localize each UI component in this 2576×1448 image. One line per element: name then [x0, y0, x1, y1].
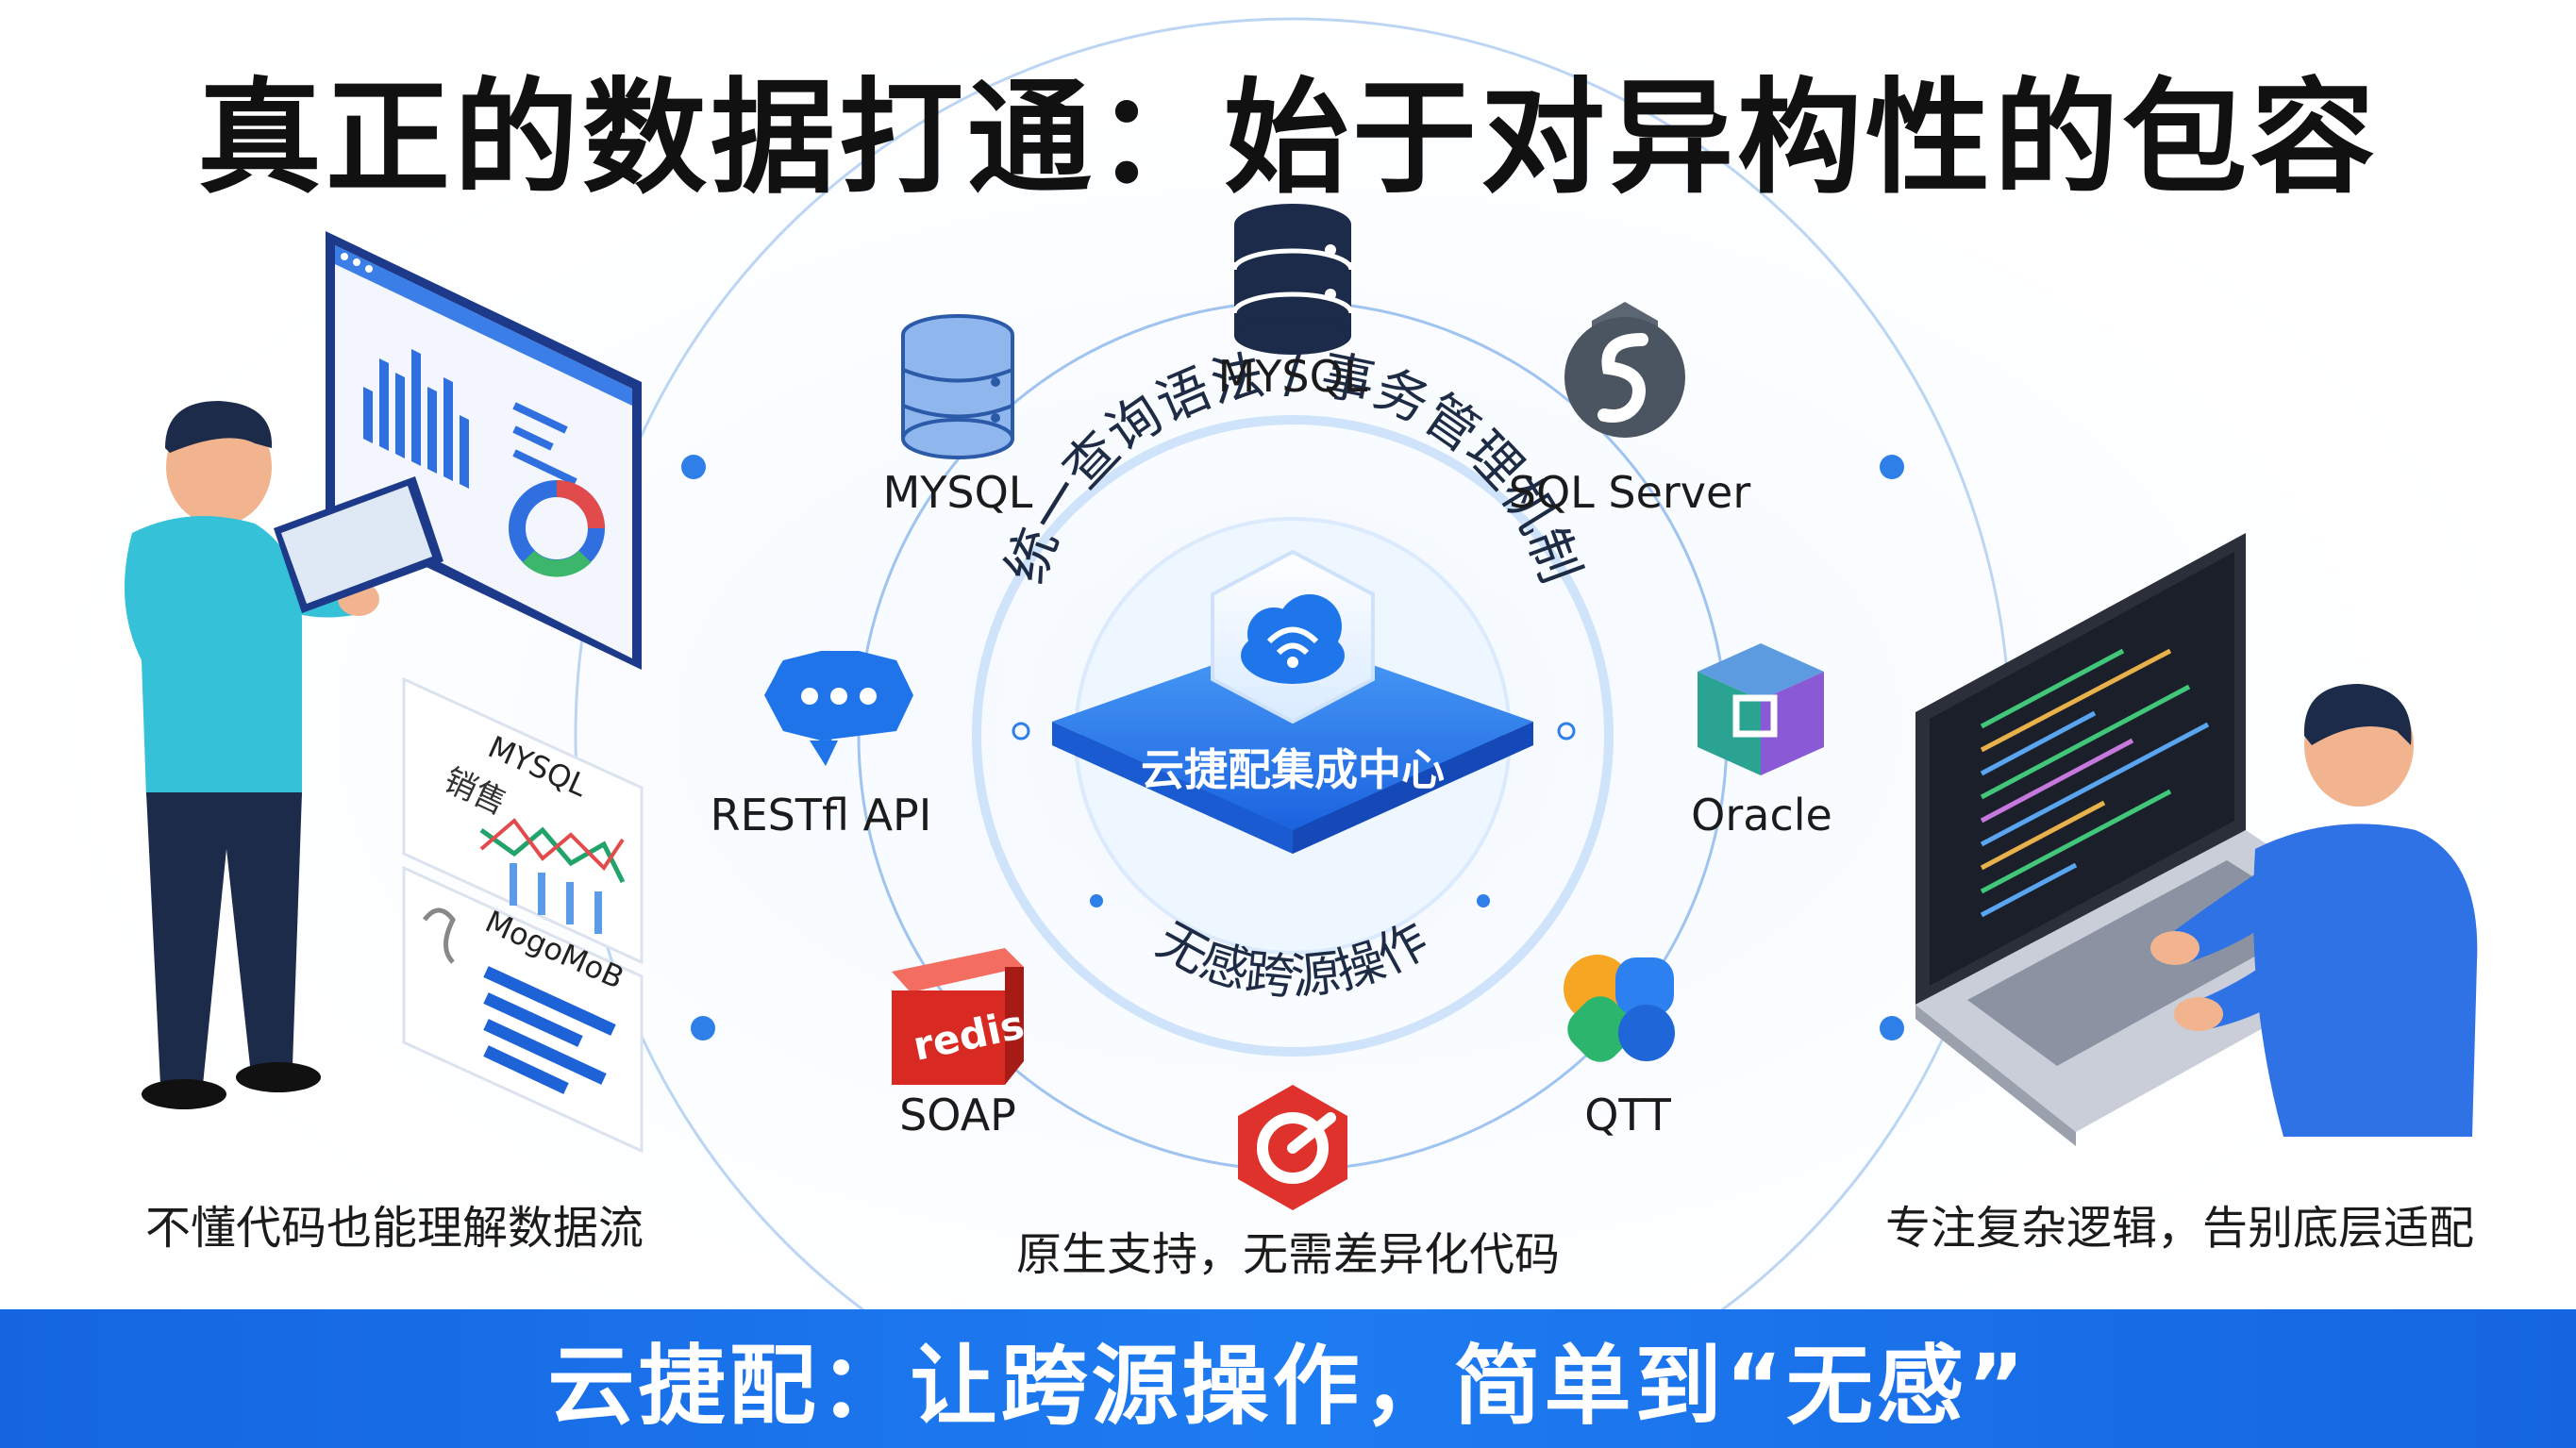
puzzle-icon — [1564, 955, 1675, 1062]
source-label-sql-server: SQL Server — [1508, 467, 1751, 518]
cube-icon — [1698, 643, 1824, 775]
api-chat-icon — [764, 651, 913, 766]
source-label-restful-api: RESTfl API — [710, 790, 932, 841]
banner-text: 云捷配：让跨源操作，简单到“无感” — [547, 1336, 2029, 1437]
mysql-panel — [402, 676, 644, 965]
redis-icon — [892, 948, 1024, 1085]
hub-platform — [1052, 637, 1533, 854]
database-icon — [1231, 204, 1354, 355]
hub-label: 云捷配集成中心 — [1141, 744, 1445, 795]
source-label-soap: SOAP — [899, 1090, 1016, 1140]
person-right-icon — [2150, 684, 2478, 1137]
source-label-mysql-top: MYSQL — [1217, 351, 1368, 402]
source-label-qtt: QTT — [1584, 1090, 1671, 1140]
bottom-banner: 云捷配：让跨源操作，简单到“无感” — [0, 1309, 2576, 1448]
dashboard-monitor — [326, 231, 642, 670]
sql-server-icon — [1564, 302, 1685, 438]
mongodb-panel — [402, 865, 644, 1154]
cloud-wifi-icon — [1211, 549, 1375, 724]
source-label-oracle: Oracle — [1691, 790, 1832, 841]
database-icon — [901, 314, 1014, 459]
orbit-dots — [681, 455, 1904, 1040]
source-label-mysql-left: MYSQL — [882, 467, 1033, 518]
caption-center: 原生支持，无需差异化代码 — [1015, 1228, 1561, 1281]
caption-left: 不懂代码也能理解数据流 — [144, 1202, 644, 1255]
person-left-icon — [125, 401, 443, 1109]
caption-right: 专注复杂逻辑，告别底层适配 — [1884, 1202, 2475, 1255]
hexagon-logo-icon — [1238, 1085, 1347, 1210]
page-title: 真正的数据打通：始于对异构性的包容 — [197, 66, 2379, 211]
